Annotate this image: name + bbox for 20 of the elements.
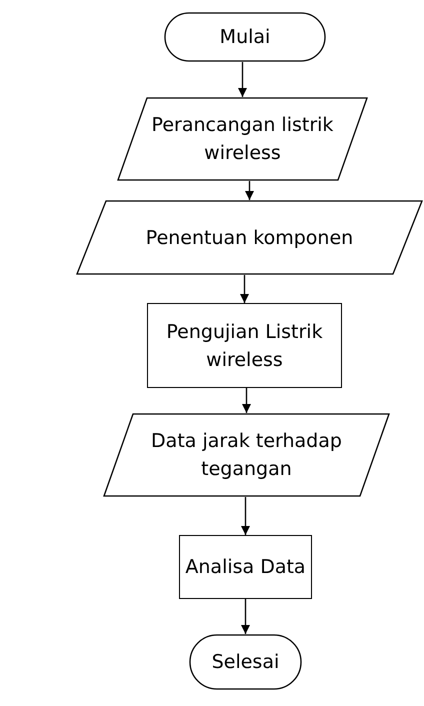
node-label: Data jarak terhadap tegangan — [150, 429, 343, 482]
node-label: Pengujian Listrik wireless — [165, 320, 324, 372]
io-parallelogram — [103, 413, 390, 497]
io-parallelogram — [117, 97, 368, 181]
process-box — [147, 303, 342, 388]
terminator-shape — [189, 634, 302, 690]
io-parallelogram — [76, 200, 423, 275]
arrow — [245, 181, 254, 200]
node-label: Penentuan komponen — [146, 226, 354, 250]
node-label: Perancangan listrik wireless — [150, 113, 334, 166]
arrow — [238, 62, 247, 97]
arrow — [241, 599, 250, 634]
node-label: Analisa Data — [185, 555, 306, 580]
process-box — [179, 535, 312, 599]
terminator-shape — [164, 12, 326, 62]
node-label: Selesai — [212, 650, 280, 675]
arrow — [242, 388, 251, 413]
arrow — [241, 497, 250, 535]
node-label: Mulai — [220, 25, 270, 50]
arrow — [240, 275, 249, 303]
